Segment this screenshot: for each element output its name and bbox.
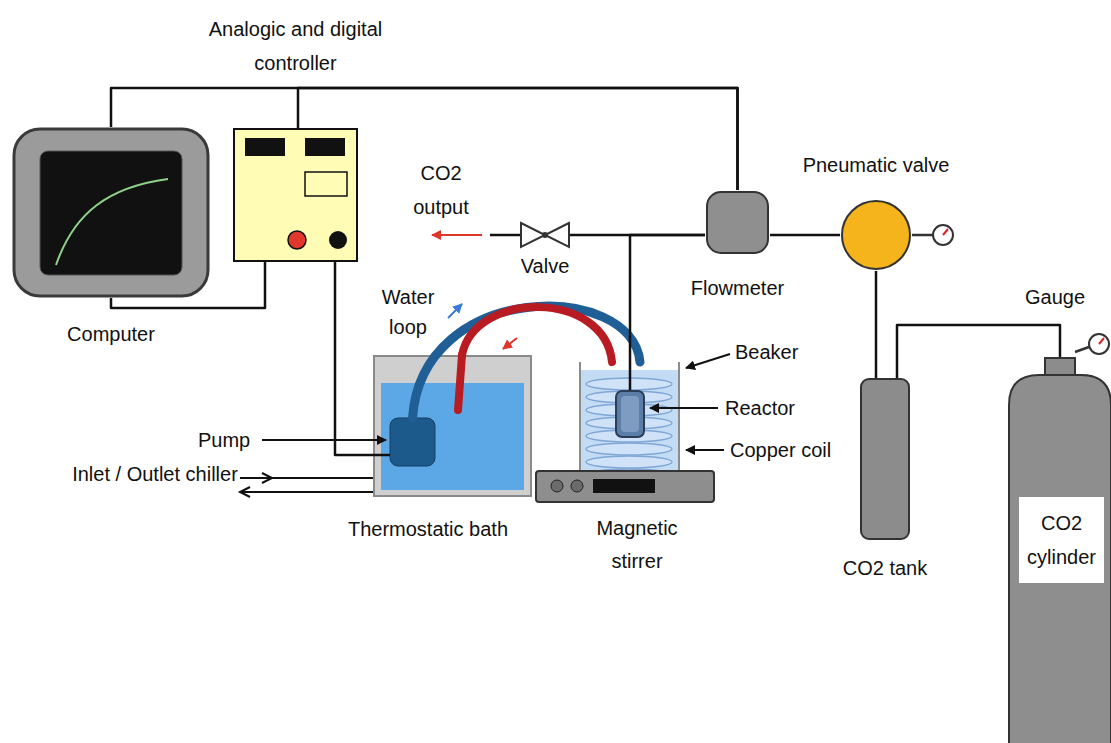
flow-arrow bbox=[448, 304, 462, 318]
chiller-pipe bbox=[240, 491, 373, 493]
gauge-symbol bbox=[1089, 334, 1109, 354]
water-tube bbox=[462, 307, 612, 362]
node-label: CO2 cylinder bbox=[1019, 497, 1104, 574]
water-tube bbox=[413, 306, 640, 418]
computer: Computer bbox=[12, 127, 210, 298]
pneumatic-valve: Pneumatic valve bbox=[840, 199, 912, 271]
node-label: Magnetic stirrer bbox=[577, 512, 697, 578]
node-label: CO2 tank bbox=[820, 556, 950, 580]
leader-line bbox=[686, 449, 724, 451]
red-tube-end bbox=[458, 355, 462, 410]
connector-line bbox=[298, 88, 738, 190]
part-label: Water loop bbox=[372, 282, 444, 342]
flowmeter: Flowmeter bbox=[705, 190, 770, 255]
magnetic-stirrer-shape bbox=[535, 470, 715, 503]
gauge-symbol bbox=[933, 225, 953, 245]
pneumatic-valve-shape bbox=[840, 199, 912, 271]
node-label: Analogic and digital controller bbox=[178, 12, 413, 80]
valve: Valve bbox=[520, 222, 570, 248]
part-label: CO2 output bbox=[400, 156, 482, 224]
computer-shape bbox=[12, 127, 210, 298]
leader-line bbox=[650, 407, 718, 409]
co2-tank-shape bbox=[860, 378, 910, 540]
chiller-pipe bbox=[240, 477, 373, 479]
connector-line bbox=[630, 235, 705, 390]
node-label: Pump bbox=[198, 428, 250, 452]
chiller-arrowhead bbox=[240, 487, 250, 497]
connector-line bbox=[897, 325, 1060, 378]
node-label: Flowmeter bbox=[677, 276, 798, 300]
node-label: Reactor bbox=[725, 396, 795, 420]
part-label: Gauge bbox=[1025, 285, 1085, 309]
part-label: Inlet / Outlet chiller bbox=[70, 455, 240, 493]
part-label: Copper coil bbox=[730, 438, 831, 462]
node-label: Thermostatic bath bbox=[323, 517, 533, 541]
gauge-needle bbox=[943, 229, 948, 235]
connector-line bbox=[770, 234, 840, 237]
gas-line bbox=[490, 234, 520, 237]
leader-line bbox=[262, 439, 386, 441]
connector-line bbox=[875, 271, 878, 378]
reactor: Reactor bbox=[615, 390, 645, 438]
pump-shape bbox=[390, 418, 435, 466]
valve-shape bbox=[520, 222, 570, 248]
co2-tank: CO2 tank bbox=[860, 378, 910, 540]
magnetic-stirrer: Magnetic stirrer bbox=[535, 470, 715, 503]
node-label: Pneumatic valve bbox=[776, 153, 976, 177]
pump: Pump bbox=[390, 418, 435, 466]
flowmeter-shape bbox=[705, 190, 770, 255]
thermostatic-bath: Thermostatic bathPump bbox=[373, 355, 532, 497]
reactor-shape bbox=[615, 390, 645, 438]
node-label: Beaker bbox=[735, 340, 798, 364]
controller-shape bbox=[233, 128, 358, 262]
leader-line bbox=[686, 354, 730, 368]
controller: Analogic and digital controller bbox=[233, 128, 358, 262]
chiller-arrowhead bbox=[262, 473, 272, 483]
gauge-needle bbox=[1099, 338, 1104, 344]
connector-line bbox=[570, 234, 705, 237]
node-label: Computer bbox=[12, 322, 210, 346]
node-label: Valve bbox=[510, 254, 580, 278]
gauge-stem bbox=[1075, 347, 1089, 352]
gauge-stem bbox=[912, 234, 933, 237]
connector-line bbox=[111, 262, 265, 308]
co2-cylinder: CO2 cylinder bbox=[1007, 357, 1111, 743]
output-arrow bbox=[432, 234, 482, 236]
flow-arrow bbox=[503, 338, 517, 349]
